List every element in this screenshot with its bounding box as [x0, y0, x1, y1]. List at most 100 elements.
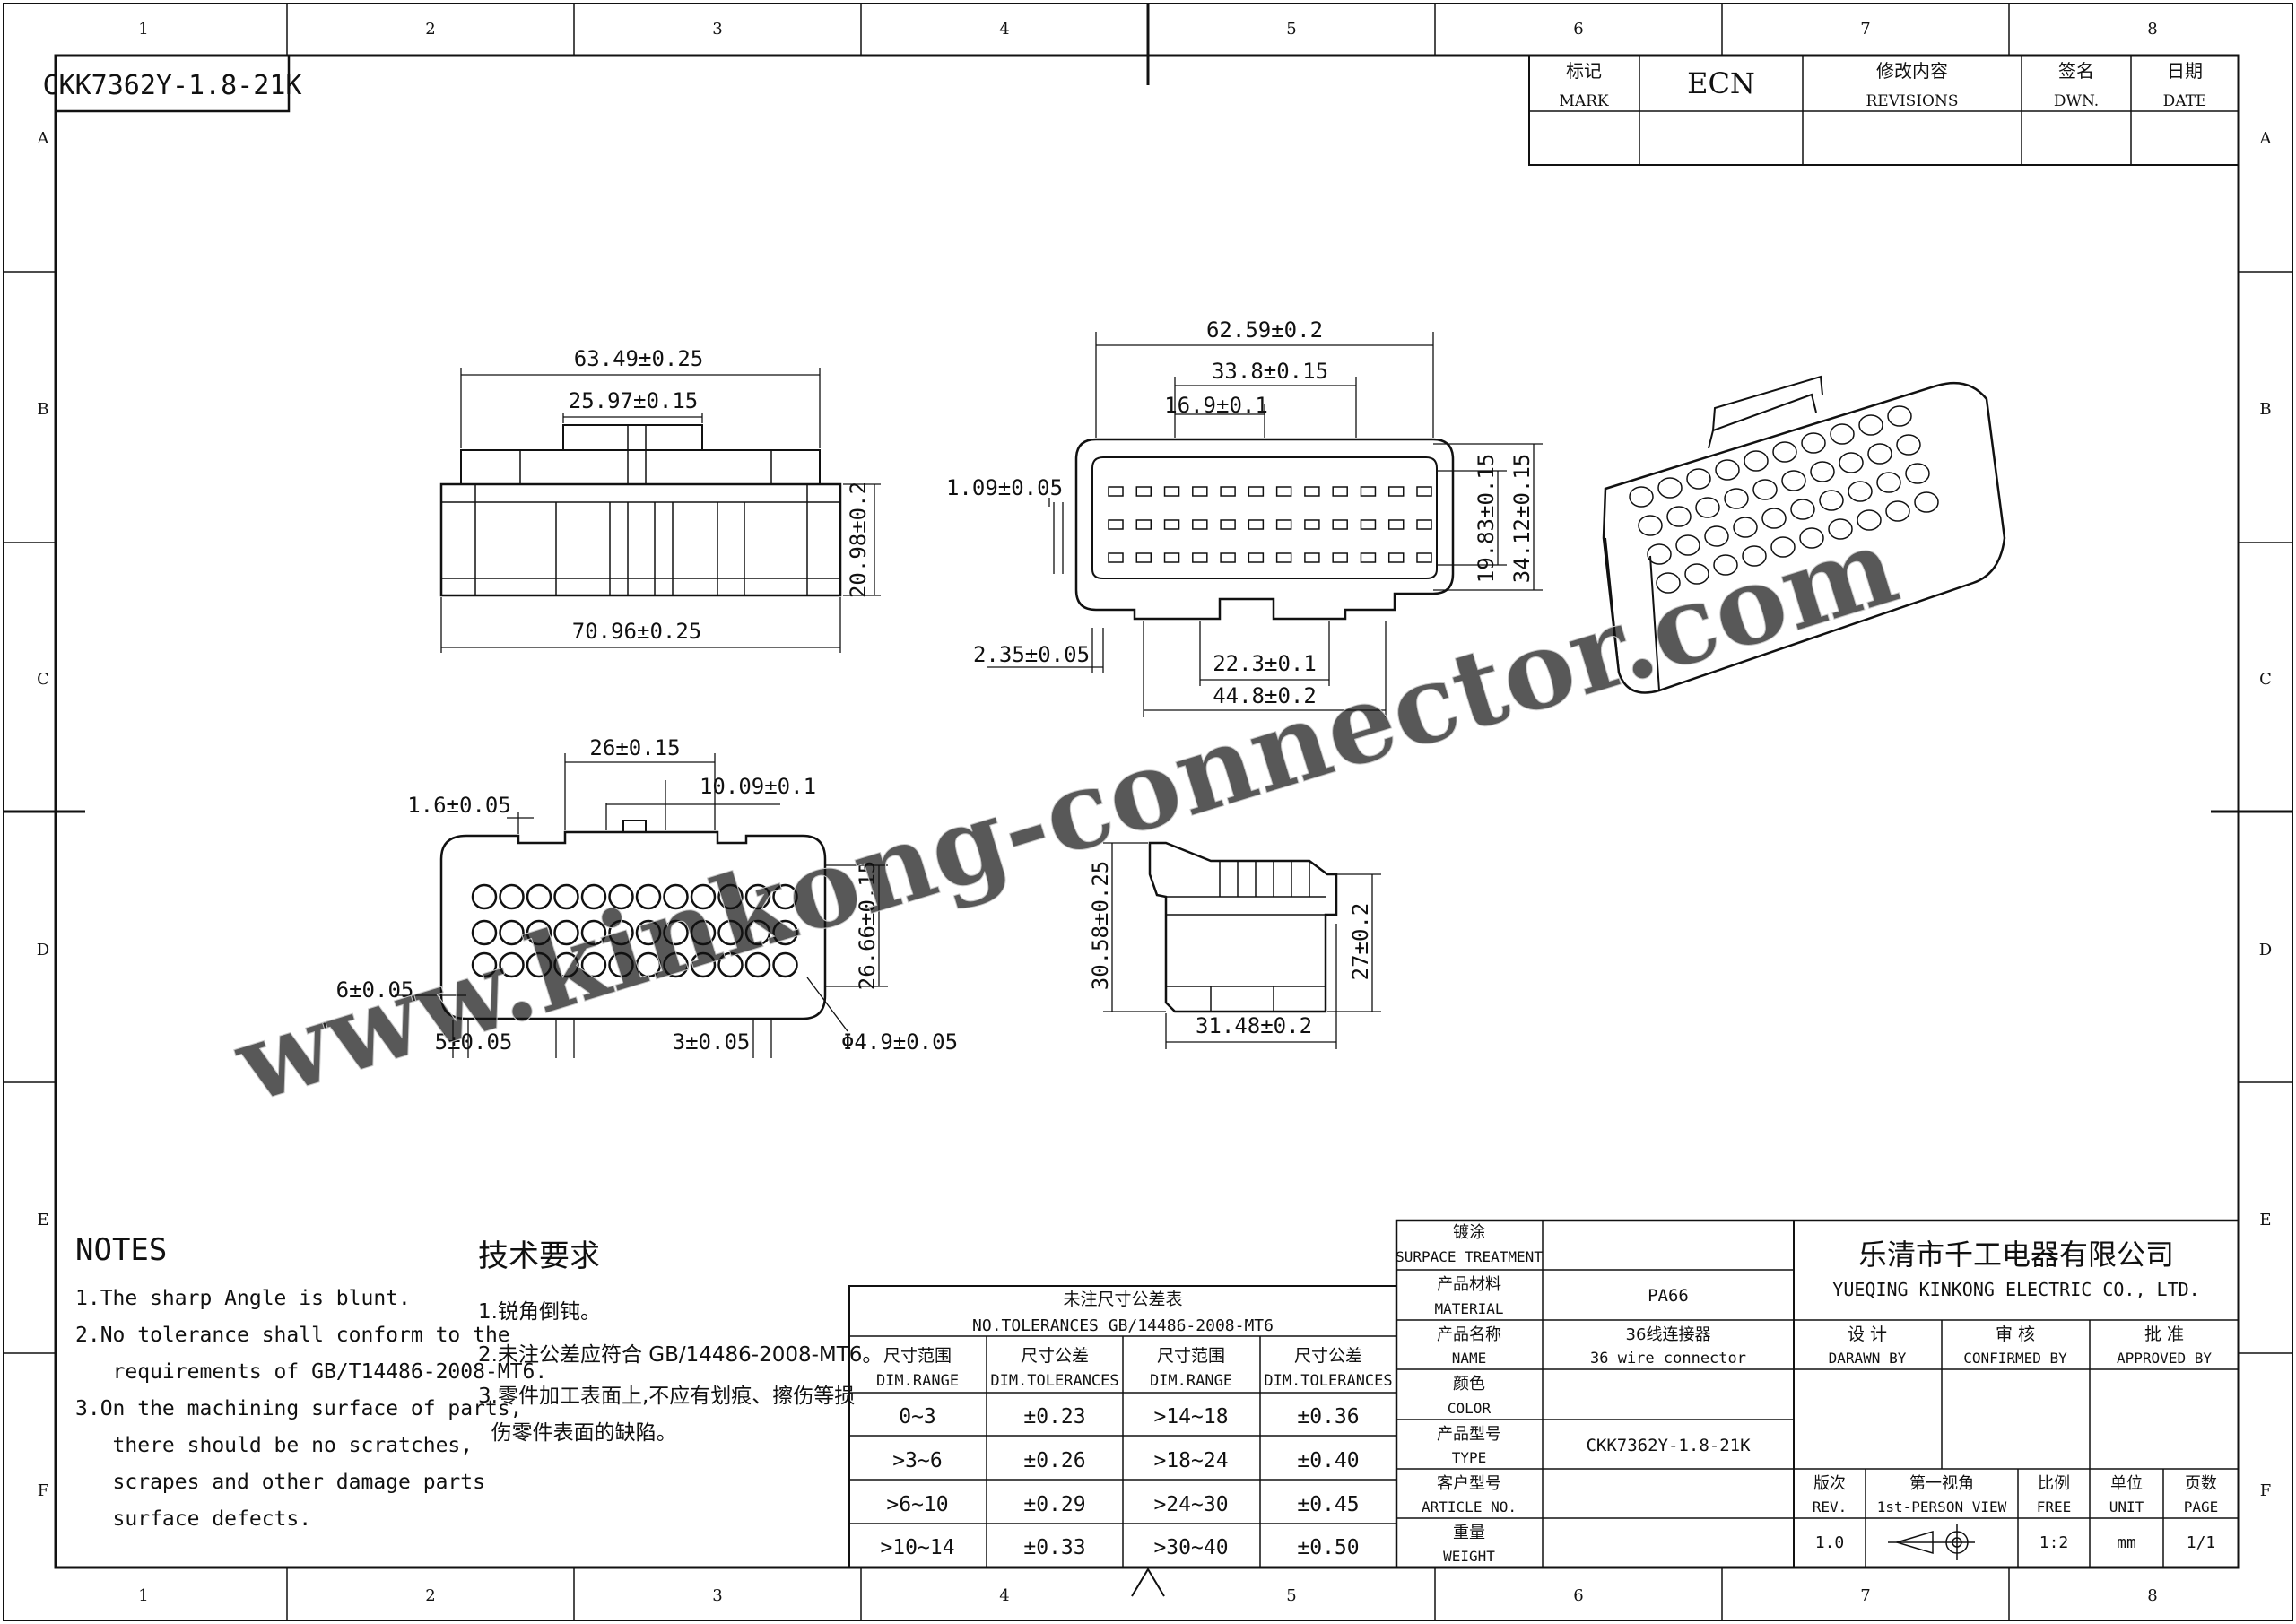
front-cavity: [1360, 552, 1377, 563]
dim-front-gap: 1.09±0.05: [946, 475, 1063, 500]
iso-cavity: [1772, 441, 1797, 463]
front-cavity: [1387, 552, 1405, 563]
dim-side-top-width: 63.49±0.25: [574, 346, 704, 371]
rear-cavity: [690, 919, 717, 946]
iso-cavity: [1876, 472, 1901, 493]
front-cavity: [1304, 519, 1320, 530]
col-label-2: 2: [425, 20, 435, 39]
notes-cn-line-2: 2.未注公差应符合 GB/14486-2008-MT6。: [478, 1343, 883, 1367]
tol-cell-r3-c3: >24~30: [1153, 1493, 1228, 1516]
iso-cavity: [1810, 461, 1835, 482]
front-cavity: [1387, 519, 1405, 530]
notes-en-title: NOTES: [75, 1232, 167, 1268]
iso-cavity: [1885, 500, 1910, 522]
front-cavity: [1275, 519, 1292, 530]
iso-cavity: [1715, 459, 1740, 481]
front-cavity: [1304, 486, 1320, 497]
front-cavity: [1360, 519, 1377, 530]
row-label-f-right: F: [2260, 1481, 2272, 1500]
dim-front-pitch: 16.9±0.1: [1164, 393, 1268, 418]
front-cavity: [1163, 552, 1180, 563]
rev-mark-en: MARK: [1559, 92, 1608, 110]
rear-cavity: [718, 919, 744, 946]
dim-rear-edge: 1.6±0.05: [407, 793, 511, 818]
iso-cavity: [1867, 443, 1892, 465]
dim-rear-slot: 10.09±0.1: [700, 774, 816, 799]
tb-approve-en: APPROVED BY: [2117, 1350, 2212, 1367]
notes-en-line-7: surface defects.: [75, 1507, 311, 1531]
dim-front-h2: 34.12±0.15: [1509, 454, 1535, 584]
iso-cavity: [1887, 405, 1912, 427]
dim-rear-left2: 5±0.05: [435, 1029, 513, 1055]
tb-approve-cn: 批 准: [2144, 1324, 2184, 1344]
tol-cell-r3-c2: ±0.29: [1023, 1493, 1085, 1516]
rear-cavity: [608, 951, 634, 978]
col-label-7-bottom: 7: [1860, 1586, 1870, 1605]
tol-cell-r1-c2: ±0.23: [1023, 1405, 1085, 1429]
row-label-c-right: C: [2259, 670, 2272, 689]
rear-cavity: [471, 919, 498, 946]
tol-header-1-cn: 尺寸范围: [883, 1346, 952, 1366]
tb-page-cn: 页数: [2185, 1474, 2217, 1493]
tb-page-en: PAGE: [2184, 1498, 2219, 1515]
dim-side-height: 20.98±0.2: [846, 482, 871, 598]
front-cavity: [1192, 519, 1208, 530]
tol-cell-r3-c1: >6~10: [886, 1493, 948, 1516]
front-cavity: [1416, 519, 1432, 530]
col-label-6: 6: [1573, 20, 1583, 39]
front-cavity: [1135, 552, 1152, 563]
col-label-4-bottom: 4: [999, 1586, 1009, 1605]
front-cavity: [1163, 486, 1180, 497]
rev-dwn-en: DWN.: [2054, 92, 2099, 110]
tb-material: PA66: [1648, 1286, 1689, 1306]
col-label-8-bottom: 8: [2147, 1586, 2157, 1605]
side-view: 63.49±0.25 25.97±0.15 70.96±0.25 20.98±0…: [439, 346, 881, 653]
rear-cavities: [471, 883, 798, 978]
tb-scale-cn: 比例: [2038, 1474, 2070, 1493]
tb-label-article-en: ARTICLE NO.: [1422, 1498, 1517, 1515]
iso-cavity: [1848, 481, 1873, 502]
rear-cavity: [471, 951, 498, 978]
company-name-cn: 乐清市千工电器有限公司: [1858, 1238, 2174, 1272]
tb-check-en: CONFIRMED BY: [1963, 1350, 2067, 1367]
rear-cavity: [635, 919, 662, 946]
iso-cavities: [1629, 405, 1939, 594]
iso-cavity: [1704, 525, 1729, 547]
front-cavity: [1360, 486, 1377, 497]
iso-cavity: [1839, 452, 1864, 473]
tb-name-cn: 36线连接器: [1626, 1325, 1711, 1344]
front-cavity: [1248, 486, 1265, 497]
front-cavity: [1416, 552, 1432, 563]
tol-header-2-cn: 尺寸公差: [1021, 1346, 1089, 1366]
iso-cavity: [1790, 499, 1815, 520]
iso-cavity: [1686, 468, 1711, 490]
rear-cavity: [744, 919, 771, 946]
tol-cell-r3-c4: ±0.45: [1297, 1493, 1359, 1516]
rear-cavity: [663, 919, 689, 946]
rev-ecn: ECN: [1687, 66, 1755, 100]
company-name-en: YUEQING KINKONG ELECTRIC CO., LTD.: [1832, 1279, 2199, 1300]
tol-cell-r4-c4: ±0.50: [1297, 1536, 1359, 1559]
tolerance-table: 未注尺寸公差表 NO.TOLERANCES GB/14486-2008-MT6 …: [848, 1285, 1397, 1568]
tol-cell-r4-c3: >30~40: [1153, 1536, 1228, 1559]
dim-rear-latch: 26±0.15: [589, 735, 680, 760]
tb-label-surface-en: SURPACE TREATMENT: [1396, 1248, 1543, 1265]
tb-label-color-en: COLOR: [1448, 1400, 1492, 1417]
iso-cavity: [1647, 543, 1672, 565]
row-label-b-right: B: [2259, 400, 2271, 419]
rear-cavity: [580, 951, 607, 978]
iso-cavity: [1799, 527, 1824, 549]
first-angle-projection-icon: [1888, 1524, 1975, 1560]
end-view: 30.58±0.25 27±0.2 31.48±0.2: [1088, 841, 1381, 1049]
rear-cavity: [718, 883, 744, 910]
rear-cavity: [608, 919, 634, 946]
front-cavity: [1220, 486, 1236, 497]
tol-title-en: NO.TOLERANCES GB/14486-2008-MT6: [972, 1316, 1274, 1335]
front-cavity: [1332, 552, 1348, 563]
tol-cell-r2-c3: >18~24: [1153, 1449, 1228, 1472]
col-label-1: 1: [138, 20, 148, 39]
tb-page: 1/1: [2187, 1533, 2216, 1552]
tb-label-name-cn: 产品名称: [1437, 1325, 1501, 1344]
iso-cavity: [1638, 515, 1663, 536]
front-cavity: [1192, 552, 1208, 563]
